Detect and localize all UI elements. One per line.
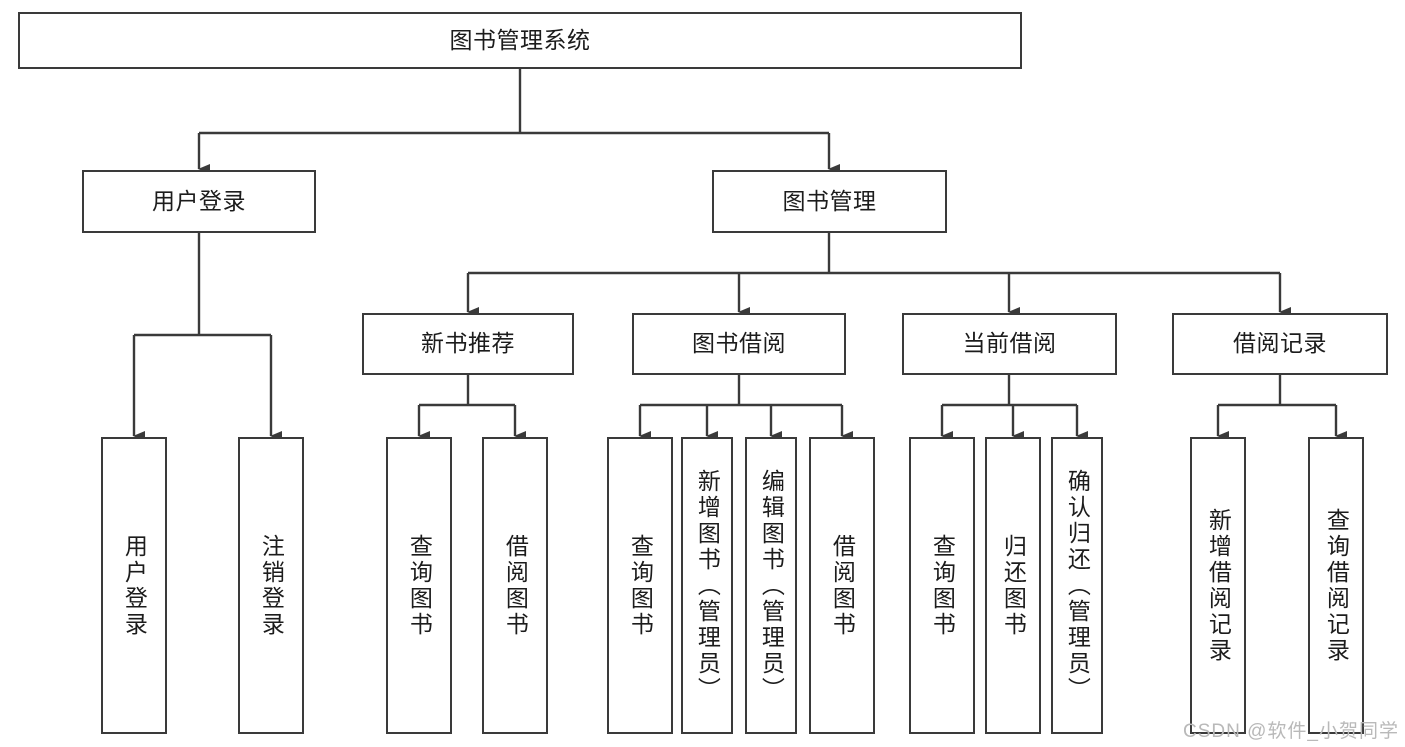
node-book-manage[interactable]: 图书管理 — [712, 170, 947, 233]
node-leaf-query-book-cur-label: 查询图书 — [929, 533, 956, 638]
node-leaf-return-book[interactable]: 归还图书 — [985, 437, 1041, 734]
node-leaf-edit-book-admin[interactable]: 编辑图书（管理员） — [745, 437, 797, 734]
node-current-borrow-label: 当前借阅 — [962, 330, 1057, 357]
node-leaf-user-logout[interactable]: 注销登录 — [238, 437, 304, 734]
node-leaf-add-book-admin[interactable]: 新增图书（管理员） — [681, 437, 733, 734]
node-leaf-query-book-brw[interactable]: 查询图书 — [607, 437, 673, 734]
node-leaf-borrow-book-brw-label: 借阅图书 — [829, 533, 856, 638]
node-book-manage-label: 图书管理 — [782, 187, 877, 214]
node-user-login[interactable]: 用户登录 — [82, 170, 316, 233]
node-leaf-query-borrow-record-label: 查询借阅记录 — [1323, 507, 1350, 664]
node-new-book-recommend-label: 新书推荐 — [421, 330, 515, 357]
node-leaf-return-book-label: 归还图书 — [1000, 533, 1027, 638]
node-leaf-add-borrow-record[interactable]: 新增借阅记录 — [1190, 437, 1246, 734]
node-leaf-confirm-return-admin[interactable]: 确认归还（管理员） — [1051, 437, 1103, 734]
node-book-borrow[interactable]: 图书借阅 — [632, 313, 846, 375]
node-leaf-query-book-cur[interactable]: 查询图书 — [909, 437, 975, 734]
node-book-borrow-label: 图书借阅 — [692, 330, 786, 357]
node-leaf-add-book-admin-label: 新增图书（管理员） — [694, 468, 721, 703]
node-user-login-label: 用户登录 — [152, 187, 246, 214]
node-leaf-user-login-label: 用户登录 — [121, 533, 148, 638]
node-root[interactable]: 图书管理系统 — [18, 12, 1022, 69]
node-leaf-query-book-rec[interactable]: 查询图书 — [386, 437, 452, 734]
node-current-borrow[interactable]: 当前借阅 — [902, 313, 1117, 375]
node-leaf-query-book-brw-label: 查询图书 — [627, 533, 654, 638]
node-leaf-borrow-book-rec-label: 借阅图书 — [502, 533, 529, 638]
node-leaf-query-borrow-record[interactable]: 查询借阅记录 — [1308, 437, 1364, 734]
node-borrow-record-label: 借阅记录 — [1233, 330, 1327, 357]
node-leaf-user-login[interactable]: 用户登录 — [101, 437, 167, 734]
node-leaf-user-logout-label: 注销登录 — [258, 533, 285, 638]
node-new-book-recommend[interactable]: 新书推荐 — [362, 313, 574, 375]
watermark: CSDN @软件_小贺同学 — [1183, 721, 1399, 742]
node-leaf-edit-book-admin-label: 编辑图书（管理员） — [758, 468, 785, 703]
node-root-label: 图书管理系统 — [449, 26, 591, 53]
node-leaf-confirm-return-admin-label: 确认归还（管理员） — [1064, 468, 1091, 703]
node-leaf-add-borrow-record-label: 新增借阅记录 — [1205, 507, 1232, 664]
node-leaf-borrow-book-rec[interactable]: 借阅图书 — [482, 437, 548, 734]
node-leaf-query-book-rec-label: 查询图书 — [406, 533, 433, 638]
node-leaf-borrow-book-brw[interactable]: 借阅图书 — [809, 437, 875, 734]
node-borrow-record[interactable]: 借阅记录 — [1172, 313, 1388, 375]
